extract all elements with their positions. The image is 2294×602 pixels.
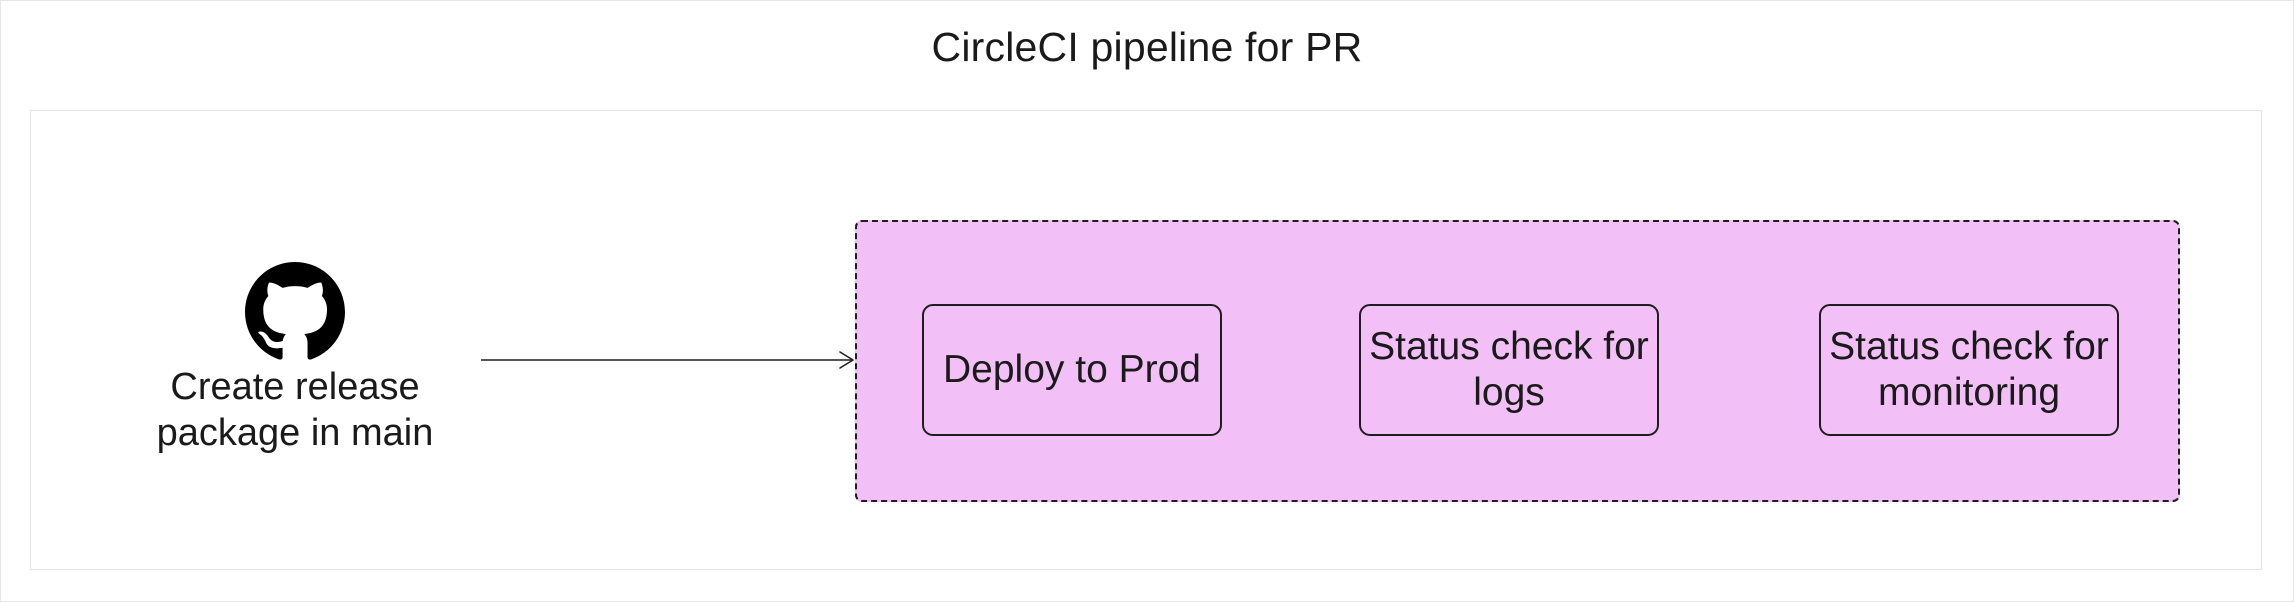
job-label: Status check for monitoring	[1829, 325, 2109, 414]
diagram-title: CircleCI pipeline for PR	[931, 24, 1363, 70]
job-deploy-to-prod[interactable]: Deploy to Prod	[922, 304, 1222, 436]
job-status-check-monitoring[interactable]: Status check for monitoring	[1819, 304, 2119, 436]
source-node-label: Create release package in main	[156, 366, 434, 454]
job-label: Status check for logs	[1369, 325, 1649, 414]
source-node[interactable]: Create release package in main	[120, 262, 470, 456]
job-status-check-logs[interactable]: Status check for logs	[1359, 304, 1659, 436]
deploy-stage-group[interactable]: Deploy to Prod Status check for logs Sta…	[855, 220, 2180, 502]
github-icon	[245, 262, 345, 360]
job-label: Deploy to Prod	[943, 348, 1201, 391]
